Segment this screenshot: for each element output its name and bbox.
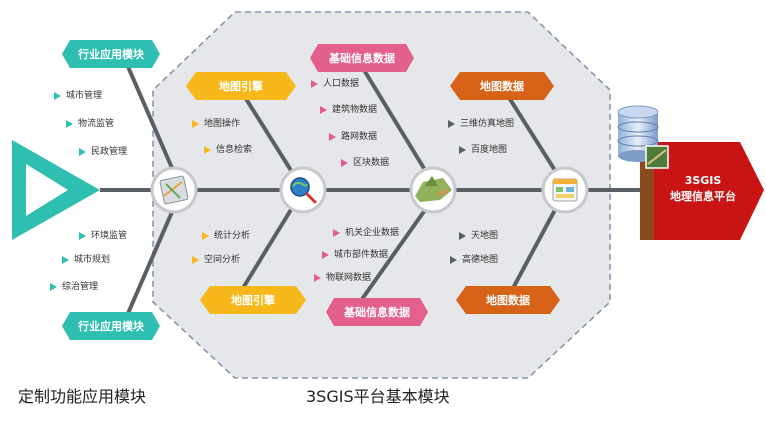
pill-industry-top: 行业应用模块 [62, 40, 160, 68]
platform-block: 3SGIS 地理信息平台 [640, 142, 764, 240]
left-top-item-3: 民政管理 [91, 147, 128, 157]
pill-base-top-label: 基础信息数据 [328, 51, 395, 65]
left-bottom-item-1: 环境监管 [91, 231, 128, 241]
custom-module-caption: 定制功能应用模块 [18, 387, 147, 406]
pill-mapdata-top-label: 地图数据 [480, 79, 524, 93]
base-bottom-item-3: 物联网数据 [326, 273, 372, 283]
grid-map-icon [541, 166, 589, 214]
branches [124, 60, 558, 320]
map-bottom-item-1: 天地图 [471, 231, 499, 241]
map-document-icon [150, 166, 198, 214]
platform-line1: 3SGIS [685, 174, 722, 187]
base-bottom-item-1: 机关企业数据 [345, 228, 400, 238]
base-bottom-item-2: 城市部件数据 [334, 250, 389, 260]
left-top-item-2: 物流监管 [78, 119, 115, 129]
pill-base-top: 基础信息数据 [310, 44, 414, 72]
play-arrow-inner [26, 164, 68, 216]
pill-mapdata-bottom-label: 地图数据 [486, 293, 530, 307]
pill-engine-bottom-label: 地图引擎 [231, 293, 275, 307]
pill-mapdata-top: 地图数据 [450, 72, 554, 100]
core-module-caption: 3SGIS平台基本模块 [306, 387, 450, 406]
terrain-map-icon [409, 166, 457, 214]
branch-base-top [362, 68, 427, 172]
branch-map-bottom [510, 206, 558, 292]
branch-left-bottom [124, 210, 174, 320]
pill-industry-top-label: 行业应用模块 [77, 47, 145, 61]
branch-left-top [124, 60, 174, 170]
pill-base-bottom: 基础信息数据 [326, 298, 428, 326]
pill-industry-bottom-label: 行业应用模块 [77, 319, 145, 333]
left-top-item-1: 城市管理 [66, 91, 103, 101]
branch-map-top [506, 94, 558, 174]
pill-mapdata-bottom: 地图数据 [456, 286, 560, 314]
item-markers [50, 80, 466, 291]
map-top-item-1: 三维仿真地图 [460, 119, 515, 129]
pill-base-bottom-label: 基础信息数据 [343, 305, 410, 319]
base-top-item-1: 人口数据 [323, 79, 360, 89]
branch-base-bottom [358, 208, 427, 304]
map-top-item-2: 百度地图 [471, 145, 508, 155]
base-top-item-2: 建筑物数据 [332, 105, 378, 115]
branch-engine-top [241, 92, 294, 174]
engine-bottom-item-2: 空间分析 [204, 255, 241, 265]
left-bottom-item-2: 城市规划 [74, 255, 111, 265]
platform-line2: 地理信息平台 [670, 189, 736, 203]
pill-engine-top: 地图引擎 [186, 72, 296, 100]
engine-top-item-1: 地图操作 [204, 119, 241, 129]
pill-engine-bottom: 地图引擎 [200, 286, 306, 314]
engine-bottom-item-1: 统计分析 [214, 231, 251, 241]
pill-industry-bottom: 行业应用模块 [62, 312, 160, 340]
engine-top-item-2: 信息检索 [216, 145, 253, 155]
branch-engine-bottom [241, 206, 294, 290]
base-top-item-4: 区块数据 [353, 158, 390, 168]
map-bottom-item-2: 高德地图 [462, 255, 499, 265]
pill-engine-top-label: 地图引擎 [219, 79, 263, 93]
base-top-item-3: 路网数据 [341, 132, 378, 142]
database-icon [617, 105, 669, 169]
globe-search-icon [279, 166, 327, 214]
left-bottom-item-3: 综治管理 [62, 282, 99, 292]
